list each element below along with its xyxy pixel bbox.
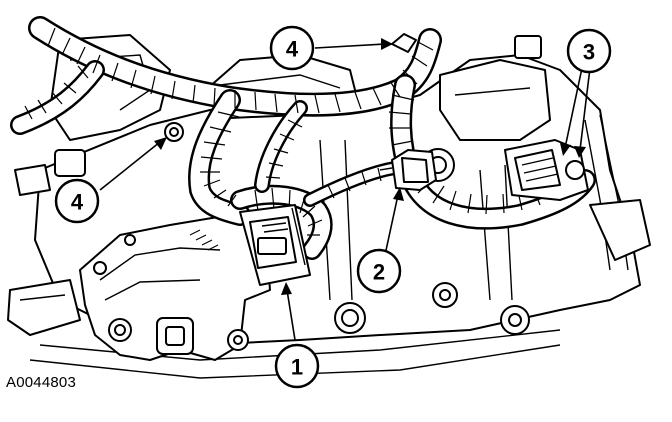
- case-bolt-upper: [164, 122, 184, 142]
- harness-ribs: [24, 27, 570, 236]
- selector-shaft: [156, 317, 194, 355]
- case-bolt-lower-3: [500, 305, 530, 335]
- callout-4-top: 4: [269, 25, 315, 71]
- callout-1: 1: [274, 343, 320, 389]
- harness-retainer-top: [391, 33, 417, 53]
- callout-2-label: 2: [373, 260, 385, 285]
- leader-lines: [99, 38, 591, 341]
- callout-4-left-label: 4: [71, 190, 84, 215]
- callout-3-label: 3: [583, 40, 595, 65]
- callout-2: 2: [356, 248, 402, 294]
- wiring-harness: [10, 16, 596, 260]
- inline-connector: [379, 149, 437, 191]
- callout-4-top-label: 4: [286, 37, 299, 62]
- harness-end-connector: [504, 139, 589, 201]
- transmission-range-sensor-connector: [239, 204, 311, 286]
- callout-3: 3: [566, 28, 612, 74]
- callout-4-left: 4: [54, 178, 100, 224]
- callout-1-label: 1: [291, 355, 303, 380]
- manual-lever-plate: [79, 214, 271, 361]
- figure-id-label: A0044803: [6, 374, 77, 391]
- case-bolt-lower-1: [334, 302, 366, 334]
- case-bolt-lower-2: [432, 282, 458, 308]
